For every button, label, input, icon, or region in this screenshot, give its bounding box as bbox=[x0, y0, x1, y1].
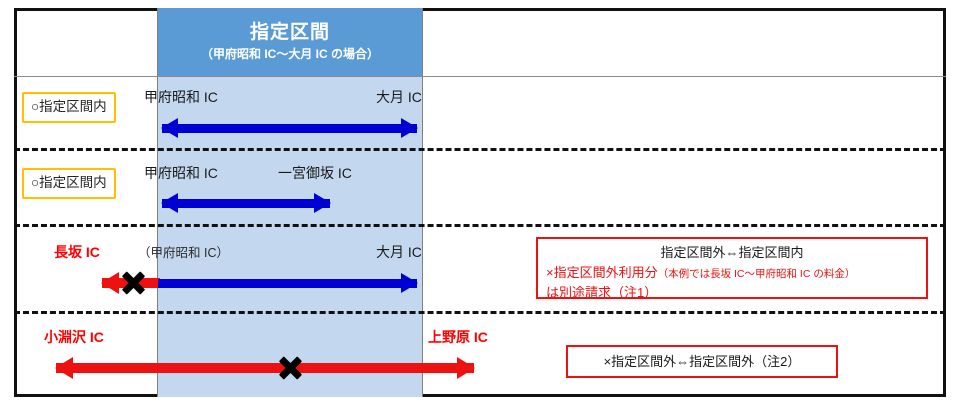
row4-x-mark bbox=[275, 353, 305, 383]
row2-left-ic-label: 甲府昭和 IC bbox=[144, 165, 218, 181]
row4-right-ic-label: 上野原 IC bbox=[428, 329, 488, 345]
band-subtitle: （甲府昭和 IC～大月 IC の場合） bbox=[200, 46, 379, 61]
note1-line2-prefix: ×指定区間外利用分 bbox=[546, 264, 658, 280]
row1-right-ic-label: 大月 IC bbox=[376, 89, 422, 105]
arrow-shaft bbox=[158, 278, 417, 288]
arrow-head-left bbox=[101, 272, 119, 294]
note-outside-to-inside: 指定区間外⇔指定区間内 ×指定区間外利用分（本例では長坂 IC～甲府昭和 IC … bbox=[536, 237, 928, 301]
note-outside-to-outside: ×指定区間外⇔指定区間外（注2） bbox=[566, 345, 838, 378]
row3-x-mark bbox=[118, 268, 148, 298]
row3-right-ic-label: 大月 IC bbox=[376, 244, 422, 260]
note1-line1: 指定区間外⇔指定区間内 bbox=[660, 245, 804, 260]
row2-right-ic-label: 一宮御坂 IC bbox=[278, 165, 352, 181]
row3-left-ic-label: （甲府昭和 IC） bbox=[138, 246, 229, 260]
rule-row1-row2 bbox=[14, 148, 946, 151]
arrow-head-right bbox=[401, 273, 418, 293]
arrow-shaft bbox=[162, 123, 417, 133]
arrow-head-left bbox=[161, 118, 178, 138]
arrow-head-right bbox=[314, 193, 331, 213]
note2-line1: ×指定区間外⇔指定区間外（注2） bbox=[603, 353, 801, 369]
designated-section-header: 指定区間 （甲府昭和 IC～大月 IC の場合） bbox=[157, 8, 423, 76]
note1-line2-small: （本例では長坂 IC～甲府昭和 IC の料金） bbox=[657, 267, 856, 280]
arrow-head-right bbox=[401, 118, 418, 138]
row4-left-ic-label: 小淵沢 IC bbox=[44, 329, 104, 345]
arrow-shaft bbox=[56, 363, 474, 373]
band-title: 指定区間 bbox=[249, 21, 330, 43]
tag-row1-in-section: ○指定区間内 bbox=[22, 92, 116, 123]
rule-row3-row4 bbox=[14, 311, 946, 314]
row1-left-ic-label: 甲府昭和 IC bbox=[144, 89, 218, 105]
tag-row2-in-section: ○指定区間内 bbox=[22, 168, 116, 199]
arrow-head-left bbox=[161, 193, 178, 213]
rule-row2-row3 bbox=[14, 224, 946, 227]
arrow-head-right bbox=[457, 357, 475, 379]
row3-outside-ic-label: 長坂 IC bbox=[54, 244, 100, 260]
arrow-head-left bbox=[55, 357, 73, 379]
rule-below-header bbox=[14, 76, 946, 77]
arrow-shaft bbox=[162, 198, 330, 208]
note1-line3: は別途請求（注1） bbox=[546, 285, 658, 301]
